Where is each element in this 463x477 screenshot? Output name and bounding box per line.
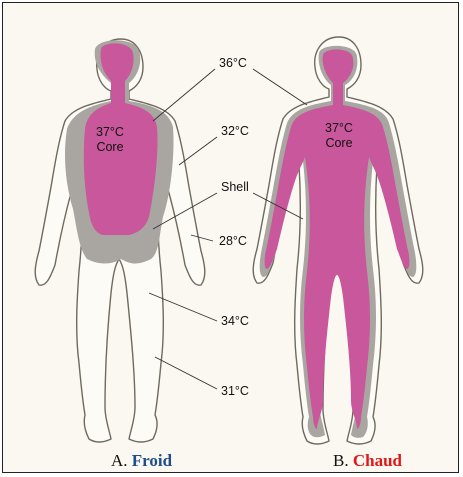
cold-core-word: Core bbox=[96, 140, 123, 154]
hot-core-temp: 37°C bbox=[325, 121, 353, 135]
label-34c: 34°C bbox=[221, 314, 249, 328]
caption-cold-word: Froid bbox=[132, 451, 173, 470]
leader-32 bbox=[179, 137, 217, 165]
hot-body-figure: 37°C Core bbox=[253, 37, 423, 444]
label-32c: 32°C bbox=[221, 124, 249, 138]
figure-frame: 37°C Core 37°C Core 36°C 32°C Shell 28°C… bbox=[2, 2, 459, 473]
leader-31 bbox=[155, 357, 217, 389]
caption-hot-word: Chaud bbox=[353, 451, 403, 470]
label-28c: 28°C bbox=[219, 234, 247, 248]
label-shell: Shell bbox=[221, 180, 249, 194]
caption-cold-prefix: A. bbox=[111, 451, 128, 470]
hot-core-region bbox=[265, 49, 410, 429]
caption-hot-prefix: B. bbox=[333, 451, 349, 470]
leader-36-hot bbox=[253, 69, 307, 105]
cold-core-temp: 37°C bbox=[96, 125, 124, 139]
caption-cold: A. Froid bbox=[111, 451, 173, 470]
hot-core-word: Core bbox=[325, 136, 352, 150]
caption-hot: B. Chaud bbox=[333, 451, 403, 470]
label-36c: 36°C bbox=[219, 56, 247, 70]
body-temperature-diagram: 37°C Core 37°C Core 36°C 32°C Shell 28°C… bbox=[3, 3, 459, 473]
leader-36-cold bbox=[153, 69, 215, 121]
label-31c: 31°C bbox=[221, 384, 249, 398]
